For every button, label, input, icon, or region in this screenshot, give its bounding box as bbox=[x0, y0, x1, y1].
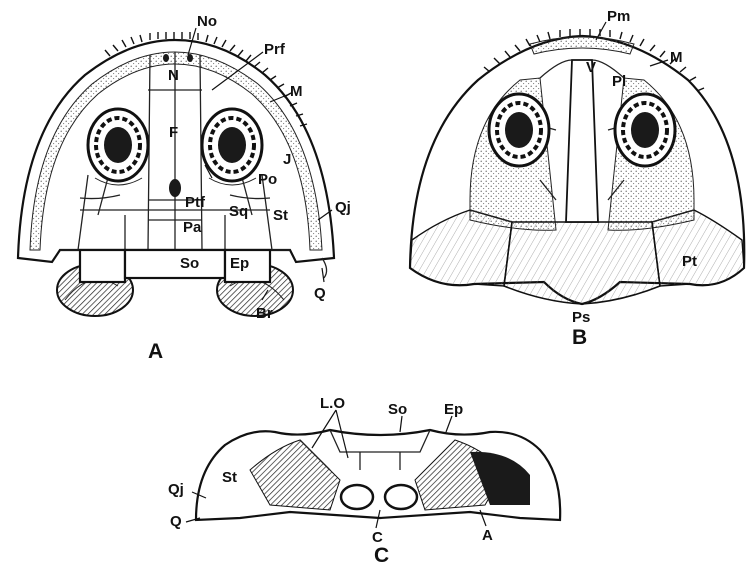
label-a-M: M bbox=[290, 83, 303, 100]
orbit-left-b bbox=[489, 94, 549, 166]
label-c-Qj: Qj bbox=[168, 481, 184, 498]
label-a-Ptf: Ptf bbox=[185, 194, 206, 211]
condyle-right-c bbox=[385, 485, 417, 509]
nostril-right-a bbox=[187, 54, 193, 62]
label-a-So: So bbox=[180, 255, 199, 272]
panel-c-occipital-skull: L.O So Ep Qj St Q C A C bbox=[168, 395, 560, 567]
label-c-So: So bbox=[388, 401, 407, 418]
cultriform-process-b bbox=[566, 60, 598, 222]
label-a-Br: Br bbox=[256, 305, 273, 322]
pineal-foramen-a bbox=[169, 179, 181, 197]
label-b-Ps: Ps bbox=[572, 309, 590, 326]
panel-label-b: B bbox=[572, 326, 587, 349]
label-a-No: No bbox=[197, 13, 217, 30]
label-a-F: F bbox=[169, 124, 178, 141]
label-a-J: J bbox=[283, 151, 291, 168]
label-b-M: M bbox=[670, 49, 683, 66]
label-b-Pt: Pt bbox=[682, 253, 697, 270]
label-a-Pa: Pa bbox=[183, 219, 202, 236]
orbit-right-b bbox=[615, 94, 675, 166]
label-a-Ep: Ep bbox=[230, 255, 249, 272]
label-c-A: A bbox=[482, 527, 493, 544]
label-a-Sq: Sq bbox=[229, 203, 248, 220]
label-b-V: V bbox=[586, 59, 596, 76]
label-a-Po: Po bbox=[258, 171, 277, 188]
condyle-left-c bbox=[341, 485, 373, 509]
label-b-Pl: Pl bbox=[612, 73, 626, 90]
label-c-Ep: Ep bbox=[444, 401, 463, 418]
panel-label-a: A bbox=[148, 340, 163, 363]
label-b-Pm: Pm bbox=[607, 8, 630, 25]
parasphenoid-plate-b bbox=[504, 222, 660, 304]
label-a-Q: Q bbox=[314, 285, 326, 302]
panel-a-dorsal-skull: No Prf M N F J Po Ptf Sq St Qj Pa So Ep … bbox=[18, 13, 351, 363]
label-c-LO: L.O bbox=[320, 395, 345, 412]
label-c-Q: Q bbox=[170, 513, 182, 530]
label-a-Qj: Qj bbox=[335, 199, 351, 216]
label-c-St: St bbox=[222, 469, 237, 486]
label-a-N: N bbox=[168, 67, 179, 84]
nostril-left-a bbox=[163, 54, 169, 62]
panel-label-c: C bbox=[374, 544, 389, 567]
panel-b-ventral-skull: Pm M V Pl Pt Ps B bbox=[410, 8, 744, 349]
label-a-St: St bbox=[273, 207, 288, 224]
label-a-Prf: Prf bbox=[264, 41, 286, 58]
